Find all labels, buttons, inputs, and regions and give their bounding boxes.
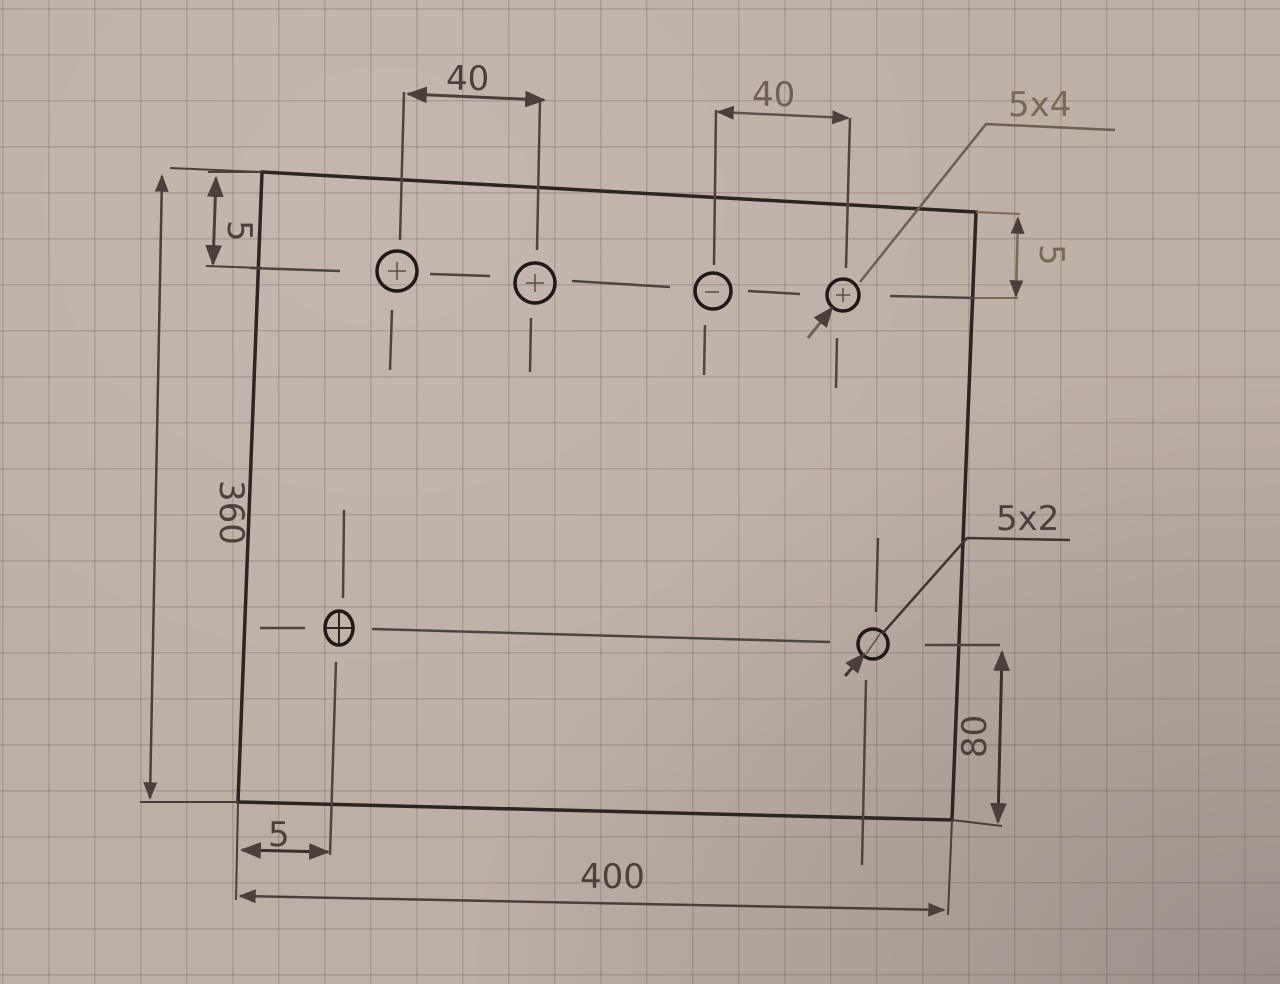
hole-vertical-centerlines (328, 91, 880, 866)
hole-1 (375, 249, 419, 293)
svg-text:40: 40 (446, 59, 489, 99)
hole-3 (693, 271, 733, 311)
hole-2 (513, 261, 557, 305)
callout-bottom-holes: 5x2 (843, 499, 1071, 677)
top-row-centerline (249, 266, 976, 300)
hole-4 (825, 277, 861, 313)
callout-top-holes: 5x4 (806, 85, 1116, 339)
top-holes (375, 249, 861, 313)
svg-text:5x4: 5x4 (1008, 85, 1071, 125)
svg-text:400: 400 (580, 857, 645, 897)
bottom-row-centerline (260, 626, 1000, 647)
svg-text:5: 5 (268, 815, 290, 855)
hole-5 (323, 609, 355, 647)
dimension-overall-height: 360 (140, 167, 263, 803)
dimension-top-offset-right: 5 (975, 211, 1071, 299)
svg-text:360: 360 (211, 480, 251, 545)
svg-text:5: 5 (219, 220, 259, 242)
dimension-top-pitch-left: 40 (405, 59, 547, 108)
svg-text:40: 40 (752, 75, 795, 115)
dimension-left-offset-bottom: 5 (235, 801, 331, 901)
dimension-top-offset-left: 5 (205, 171, 263, 269)
dimension-bottom-hole-height: 80 (951, 649, 1010, 827)
svg-text:80: 80 (955, 715, 995, 758)
dimension-top-pitch-right: 40 (716, 75, 850, 125)
svg-text:5: 5 (1031, 244, 1071, 266)
hole-6 (856, 627, 890, 661)
dimension-overall-width: 400 (238, 819, 953, 917)
bottom-holes (323, 609, 890, 661)
svg-text:5x2: 5x2 (996, 499, 1059, 539)
